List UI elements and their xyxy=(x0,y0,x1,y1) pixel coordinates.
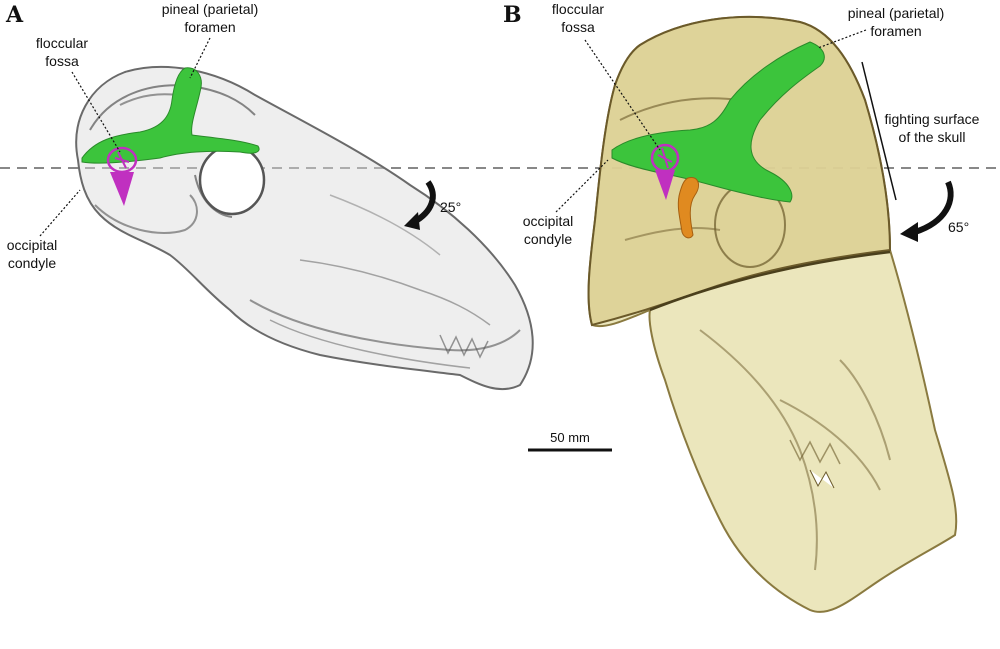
vessel-b xyxy=(677,176,699,239)
rotation-arrowhead-a xyxy=(404,212,420,230)
skull-a-rendering xyxy=(75,66,534,391)
label-a-floccular-line2: fossa xyxy=(45,53,79,69)
label-b-fighting-line1: fighting surface xyxy=(885,111,980,127)
label-a-pineal-line2: foramen xyxy=(184,19,235,35)
inner-ear-a xyxy=(106,146,138,206)
leader-a-floccular xyxy=(71,71,121,153)
label-a-floccular-line1: floccular xyxy=(36,35,88,51)
scale-bar: 50 mm xyxy=(528,430,612,452)
label-a-occipital-line2: condyle xyxy=(8,255,56,271)
brain-endocast-b xyxy=(611,41,825,203)
panel-b: B floccular fossa xyxy=(503,1,980,613)
label-b-floccular-line2: fossa xyxy=(561,19,595,35)
rotation-arrow-b xyxy=(913,180,954,235)
rotation-angle-b: 65° xyxy=(948,219,969,235)
rotation-angle-a: 25° xyxy=(440,199,461,215)
leader-a-pineal xyxy=(189,37,211,79)
leader-a-occipital xyxy=(39,189,81,237)
inner-ear-b xyxy=(650,143,680,200)
panel-b-letter: B xyxy=(503,2,522,28)
leader-b-pineal xyxy=(817,29,867,49)
panel-a-letter: A xyxy=(5,2,24,28)
fighting-surface-line xyxy=(861,61,897,201)
leader-b-occipital xyxy=(555,159,609,213)
label-b-occipital-line2: condyle xyxy=(524,231,572,247)
label-a-pineal-line1: pineal (parietal) xyxy=(162,1,259,17)
label-b-occipital-line1: occipital xyxy=(523,213,574,229)
label-b-floccular-line1: floccular xyxy=(552,1,604,17)
label-b-pineal-line1: pineal (parietal) xyxy=(848,5,945,21)
rotation-arrowhead-b xyxy=(900,222,918,242)
label-b-pineal-line2: foramen xyxy=(870,23,921,39)
label-b-fighting-line2: of the skull xyxy=(899,129,966,145)
brain-endocast-a xyxy=(81,67,260,164)
scale-bar-label: 50 mm xyxy=(550,430,590,445)
label-a-occipital-line1: occipital xyxy=(7,237,58,253)
panel-a: A pineal (parietal) foram xyxy=(5,1,534,391)
